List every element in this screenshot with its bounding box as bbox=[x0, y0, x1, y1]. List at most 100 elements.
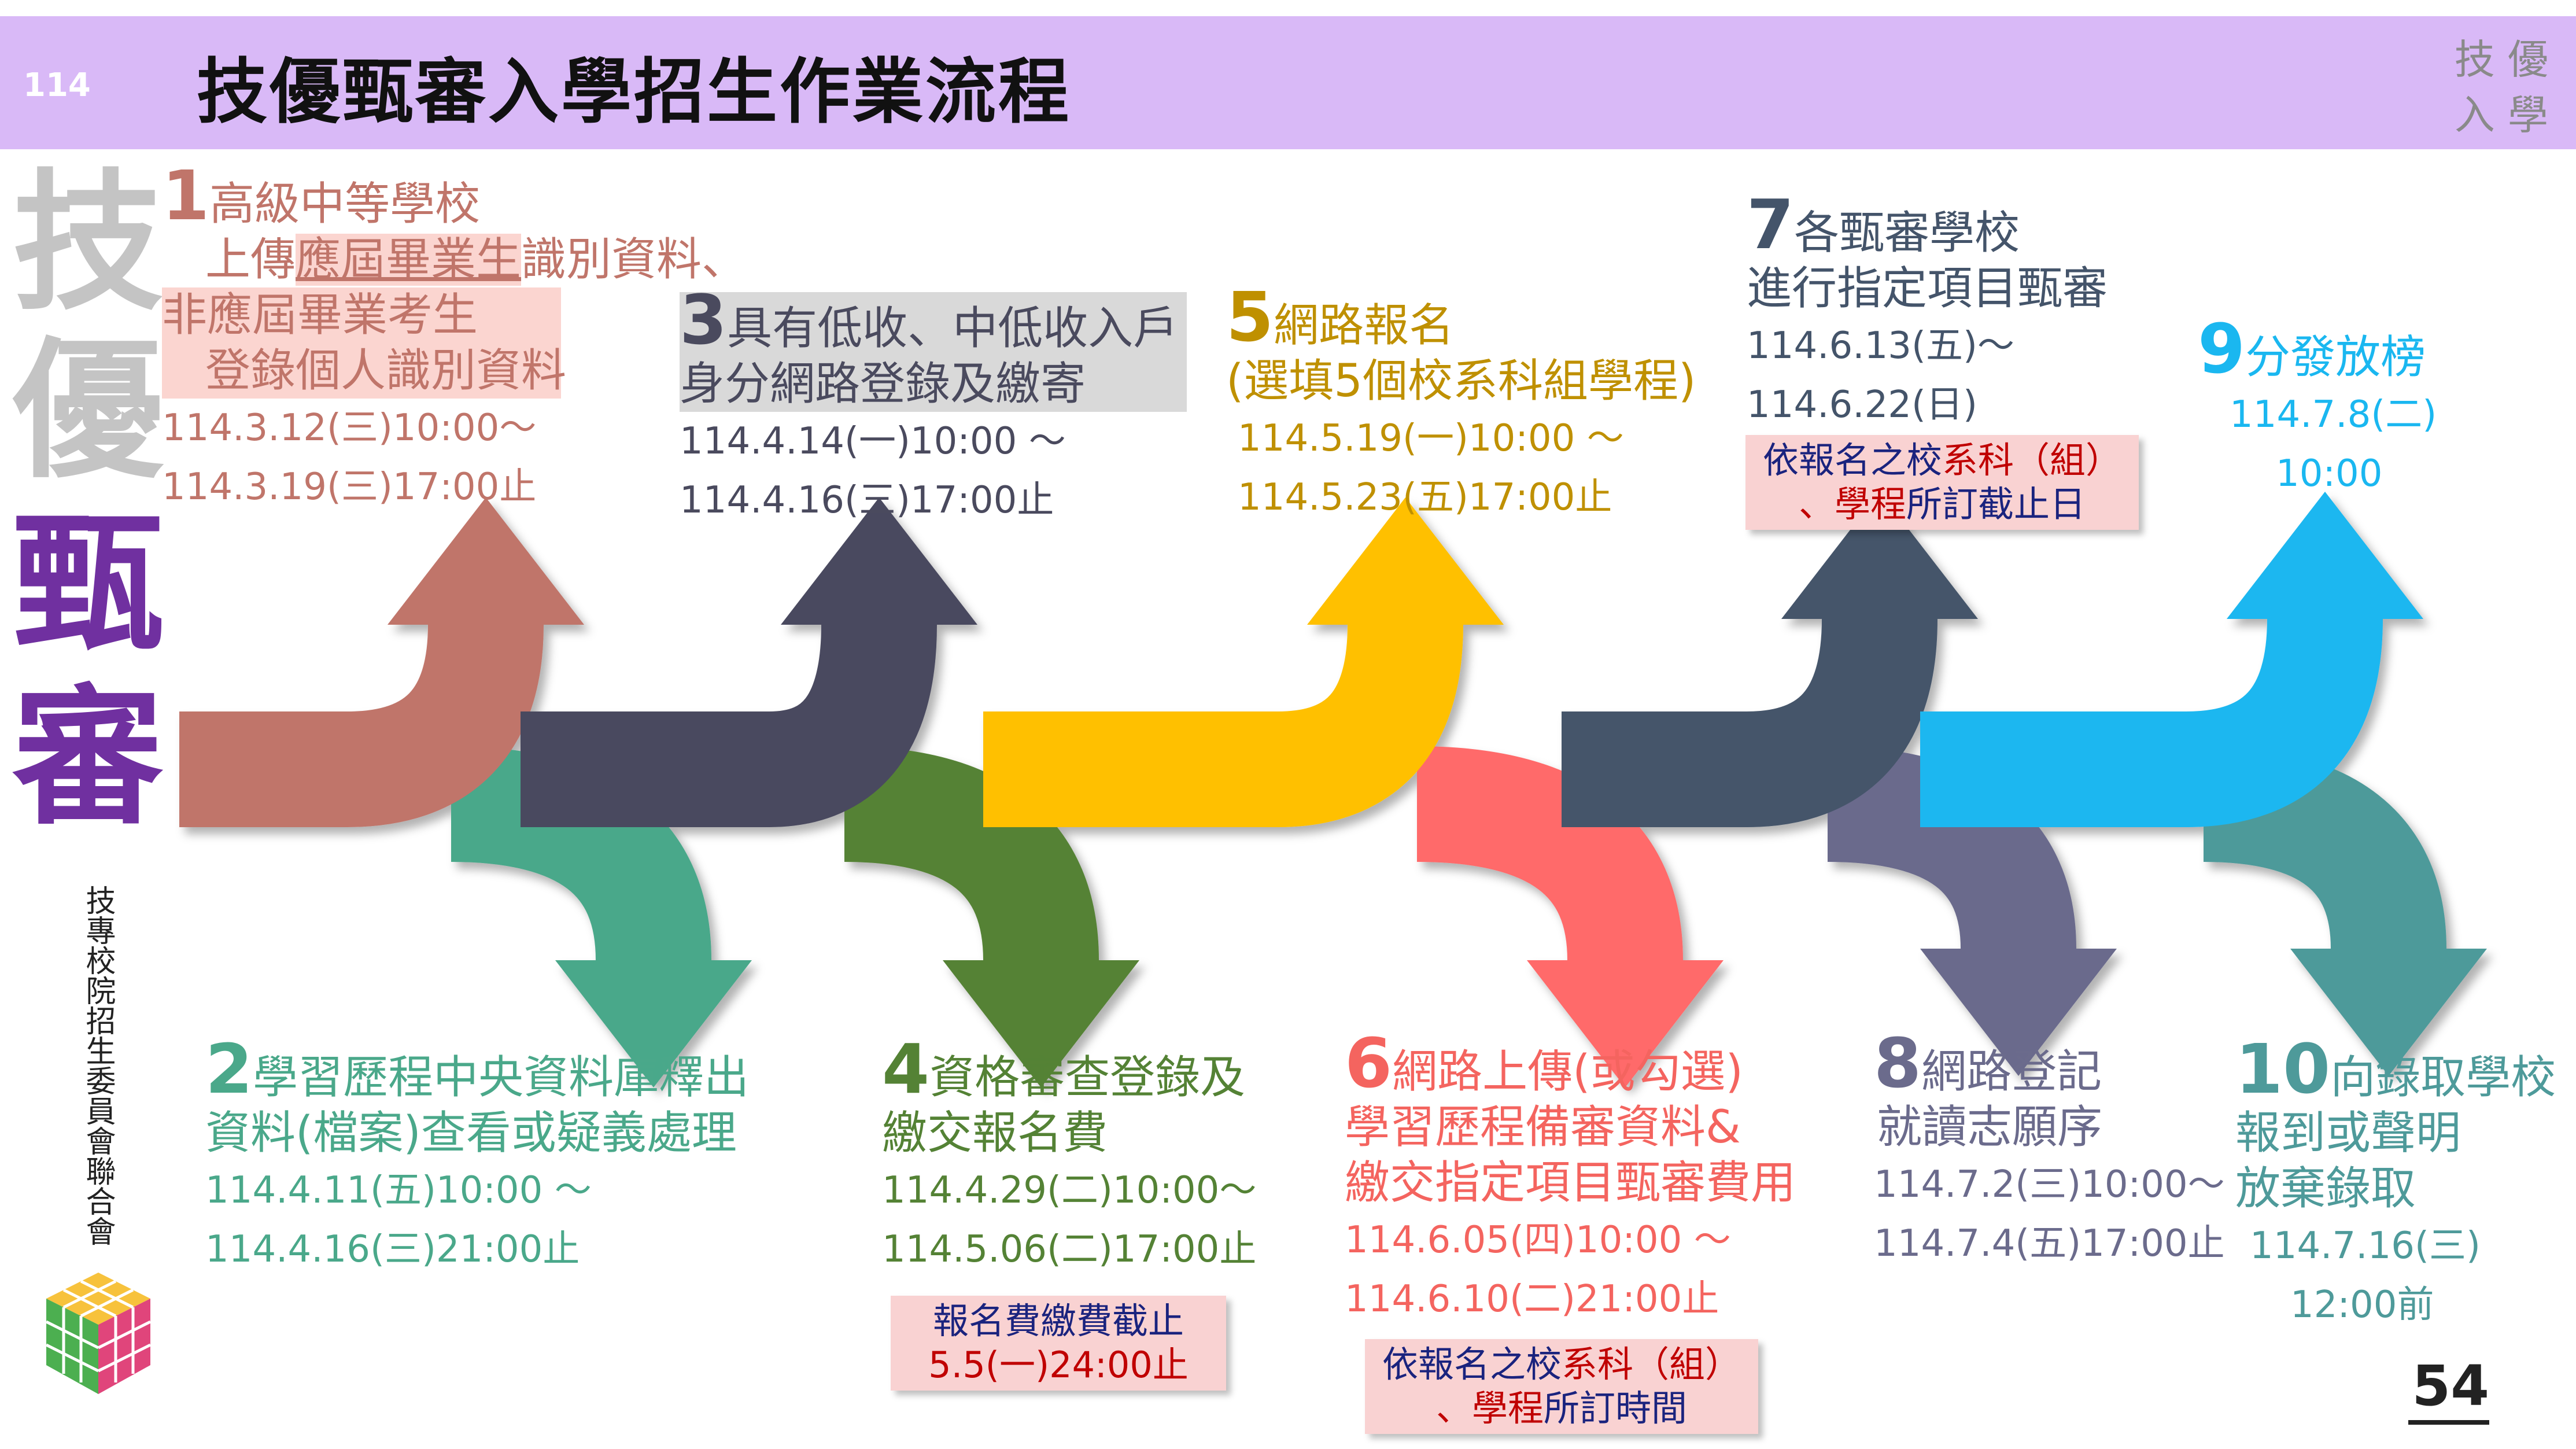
step-3-title: 具有低收、中低收入戶 bbox=[727, 303, 1179, 355]
step-6-note: 依報名之校系科（組） 、學程所訂時間 bbox=[1365, 1339, 1758, 1434]
step-6-line2: 學習歷程備審資料& bbox=[1345, 1101, 1741, 1153]
arrow-step-7 bbox=[1562, 492, 1978, 827]
step-1-line3: 非應屆畢業考生 bbox=[162, 289, 478, 341]
step-4-date-end: 114.5.06(二)17:00止 bbox=[882, 1228, 1257, 1271]
arrow-step-6 bbox=[1416, 746, 1724, 1087]
step-2-date-end: 114.4.16(三)21:00止 bbox=[205, 1228, 580, 1271]
step-2-number: 2 bbox=[205, 1029, 253, 1109]
step-5-date-end: 114.5.23(五)17:00止 bbox=[1238, 476, 1612, 519]
step-7-note: 依報名之校系科（組） 、學程所訂截止日 bbox=[1745, 435, 2139, 530]
step-4-line2: 繳交報名費 bbox=[882, 1107, 1108, 1159]
step-6-title: 網路上傳(或勾選) bbox=[1392, 1046, 1743, 1098]
step-7-note-c: 、學程 bbox=[1798, 483, 1906, 525]
step-1-block: 1高級中等學校 上傳應屆畢業生識別資料、 非應屆畢業考生 登錄個人識別資料 11… bbox=[162, 161, 747, 517]
step-6-note-c: 、學程 bbox=[1435, 1387, 1544, 1429]
step-8-line2: 就讀志願序 bbox=[1877, 1101, 2103, 1153]
step-6-note-b: 系科（組） bbox=[1562, 1343, 1741, 1385]
step-1-title: 高級中等學校 bbox=[209, 178, 481, 230]
step-10-number: 10 bbox=[2235, 1029, 2331, 1109]
step-7-note-d: 所訂截止日 bbox=[1906, 483, 2086, 525]
step-8-date-start: 114.7.2(三)10:00～ bbox=[1874, 1163, 2225, 1206]
step-6-line3: 繳交指定項目甄審費用 bbox=[1345, 1157, 1796, 1209]
side-char-3: 甄 bbox=[13, 496, 163, 672]
side-char-1: 技 bbox=[13, 154, 163, 331]
step-9-block: 9分發放榜 114.7.8(二) 10:00 bbox=[2198, 315, 2437, 503]
org-vertical-text: 技專校院招生委員會聯合會 bbox=[80, 885, 115, 1246]
step-6-block: 6網路上傳(或勾選) 學習歷程備審資料& 繳交指定項目甄審費用 114.6.05… bbox=[1345, 1029, 1796, 1329]
step-8-number: 8 bbox=[1874, 1023, 1922, 1103]
step-7-line2: 進行指定項目甄審 bbox=[1747, 263, 2108, 315]
page-number: 54 bbox=[2412, 1354, 2489, 1418]
step-9-number: 9 bbox=[2198, 309, 2246, 389]
step-7-date-end: 114.6.22(日) bbox=[1747, 384, 1977, 426]
step-5-block: 5網路報名 (選填5個校系科組學程) 114.5.19(一)10:00 ～ 11… bbox=[1226, 283, 1696, 527]
header-bar bbox=[0, 16, 2576, 149]
page-title: 技優甄審入學招生作業流程 bbox=[197, 51, 1071, 133]
step-6-note-d: 所訂時間 bbox=[1544, 1387, 1688, 1429]
step-8-title: 網路登記 bbox=[1921, 1046, 2102, 1098]
step-10-date: 114.7.16(三) bbox=[2250, 1225, 2481, 1267]
side-char-4: 審 bbox=[13, 669, 163, 846]
step-2-block: 2學習歷程中央資料庫釋出 資料(檔案)查看或疑義處理 114.4.11(五)10… bbox=[205, 1035, 750, 1279]
step-5-line2: (選填5個校系科組學程) bbox=[1226, 355, 1696, 407]
step-2-title: 學習歷程中央資料庫釋出 bbox=[253, 1052, 750, 1104]
step-9-date: 114.7.8(二) bbox=[2230, 393, 2437, 436]
step-3-date-end: 114.4.16(三)17:00止 bbox=[680, 479, 1054, 522]
step-8-date-end: 114.7.4(五)17:00止 bbox=[1874, 1222, 2225, 1265]
step-3-line2: 身分網路登錄及繳寄 bbox=[680, 358, 1086, 410]
step-3-number: 3 bbox=[680, 280, 728, 360]
step-10-block: 10向錄取學校 報到或聲明 放棄錄取 114.7.16(三) 12:00前 bbox=[2235, 1035, 2556, 1334]
side-char-2: 優 bbox=[13, 322, 163, 499]
step-1-date-end: 114.3.19(三)17:00止 bbox=[162, 466, 537, 508]
step-10-line3: 放棄錄取 bbox=[2235, 1163, 2416, 1215]
step-1-line4: 登錄個人識別資料 bbox=[205, 345, 567, 397]
step-2-date-start: 114.4.11(五)10:00 ～ bbox=[205, 1169, 592, 1212]
step-1-line2b: 應屆畢業生 bbox=[296, 234, 522, 286]
corner-line-2: 入 學 bbox=[2454, 91, 2548, 139]
step-4-note-line1: 報名費繳費截止 bbox=[932, 1300, 1184, 1342]
step-3-date-start: 114.4.14(一)10:00 ～ bbox=[680, 420, 1066, 463]
step-1-number: 1 bbox=[162, 156, 210, 235]
step-9-time: 10:00 bbox=[2276, 452, 2383, 495]
step-6-date-end: 114.6.10(二)21:00止 bbox=[1345, 1278, 1719, 1321]
step-9-title: 分發放榜 bbox=[2245, 331, 2426, 384]
step-6-number: 6 bbox=[1345, 1023, 1393, 1103]
cube-logo-icon bbox=[45, 1273, 152, 1394]
step-7-title: 各甄審學校 bbox=[1794, 207, 2020, 259]
step-1-date-start: 114.3.12(三)10:00～ bbox=[162, 407, 537, 449]
step-4-fee-note: 報名費繳費截止 5.5(一)24:00止 bbox=[891, 1296, 1226, 1391]
step-7-date-start: 114.6.13(五)～ bbox=[1747, 325, 2014, 367]
arrow-step-4 bbox=[843, 746, 1139, 1087]
step-10-time: 12:00前 bbox=[2290, 1284, 2434, 1326]
step-10-line2: 報到或聲明 bbox=[2235, 1107, 2461, 1159]
step-7-block: 7各甄審學校 進行指定項目甄審 114.6.13(五)～ 114.6.22(日) bbox=[1747, 190, 2108, 434]
step-7-number: 7 bbox=[1747, 185, 1795, 264]
step-4-block: 4資格審查登錄及 繳交報名費 114.4.29(二)10:00～ 114.5.0… bbox=[882, 1035, 1257, 1279]
step-5-date-start: 114.5.19(一)10:00 ～ bbox=[1238, 417, 1624, 460]
page-number-underline bbox=[2408, 1420, 2489, 1425]
step-8-block: 8網路登記 就讀志願序 114.7.2(三)10:00～ 114.7.4(五)1… bbox=[1874, 1029, 2225, 1273]
step-4-note-line2: 5.5(一)24:00止 bbox=[928, 1344, 1189, 1386]
arrow-step-5 bbox=[983, 497, 1504, 827]
corner-line-1: 技 優 bbox=[2454, 36, 2548, 83]
step-6-date-start: 114.6.05(四)10:00 ～ bbox=[1345, 1219, 1731, 1262]
year-label: 114 bbox=[23, 67, 91, 104]
step-4-number: 4 bbox=[882, 1029, 930, 1109]
step-4-title: 資格審查登錄及 bbox=[929, 1052, 1246, 1104]
step-6-note-a: 依報名之校 bbox=[1382, 1343, 1562, 1385]
arrow-step-2 bbox=[451, 746, 752, 1087]
step-1-line2a: 上傳 bbox=[205, 234, 296, 286]
arrow-step-3 bbox=[521, 497, 977, 827]
step-10-title: 向錄取學校 bbox=[2330, 1052, 2556, 1104]
step-7-note-b: 系科（組） bbox=[1942, 439, 2122, 481]
arrow-step-9 bbox=[1920, 492, 2423, 827]
step-5-title: 網路報名 bbox=[1274, 300, 1455, 352]
step-4-date-start: 114.4.29(二)10:00～ bbox=[882, 1169, 1257, 1212]
step-7-note-a: 依報名之校 bbox=[1762, 439, 1942, 481]
step-2-line2: 資料(檔案)查看或疑義處理 bbox=[205, 1107, 737, 1159]
step-1-line2c: 識別資料、 bbox=[521, 234, 747, 286]
arrow-step-1 bbox=[179, 497, 584, 827]
corner-logo-text: 技 優 入 學 bbox=[2455, 32, 2548, 143]
step-5-number: 5 bbox=[1226, 277, 1274, 357]
